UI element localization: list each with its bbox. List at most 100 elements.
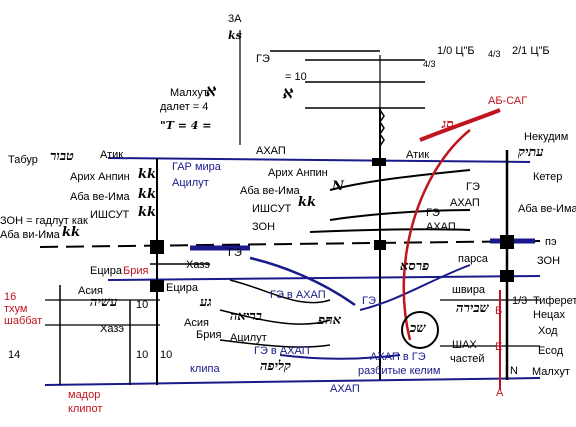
label-n-right: N	[510, 365, 518, 377]
label-eq10: = 10	[285, 71, 307, 83]
label-malhut: Малхут	[170, 87, 208, 99]
hebrew-sag-red: סג	[442, 117, 454, 132]
label-e-red: Е	[495, 341, 503, 353]
label-4-3-a: 4/3	[423, 59, 436, 69]
hebrew-tabur: טבור	[50, 149, 74, 164]
label-dt: "Т = 4 =	[160, 119, 212, 132]
label-dalet: далет = 4	[160, 101, 209, 113]
label-1-0-tsb: 1/0 Ц"Б	[437, 45, 475, 57]
right-block-2	[500, 270, 514, 282]
label-shah: ШАХ	[452, 339, 477, 351]
hebrew-ab-top: ℵ	[282, 87, 292, 102]
label-1-3: 1/3	[512, 295, 528, 307]
label-atzilut-low: Ацилут	[230, 332, 267, 344]
label-aba-left: Аба ве-Има	[70, 191, 130, 203]
label-hod: Ход	[538, 325, 558, 337]
label-ahap-right-2: АХАП	[426, 221, 456, 233]
arrow-blue-1	[249, 256, 356, 307]
label-ecira-left: Ецира	[90, 265, 123, 277]
red-bold-curve	[419, 108, 501, 142]
label-gar: ГАР мира	[172, 161, 221, 173]
label-gae-blue: ГЭ	[362, 295, 376, 307]
label-zon-gadlut: ЗОН = гадлут как	[0, 215, 88, 227]
hebrew-kk-1: kk	[138, 167, 157, 182]
hebrew-gae: גע	[200, 295, 212, 310]
label-gae-right-2: ГЭ	[426, 207, 440, 219]
label-ahap-bottom: АХАП	[330, 383, 360, 395]
label-atik-left: Атик	[100, 149, 124, 161]
label-14: 14	[8, 349, 21, 361]
label-nekudim: Некудим	[524, 131, 569, 143]
label-pe: пэ	[545, 236, 557, 248]
arrow-3	[309, 228, 471, 233]
label-atzilut: Ацилут	[172, 177, 209, 189]
hebrew-n-malhut: ℵ	[205, 85, 215, 100]
label-aba-vi: Аба ви-Има	[0, 229, 60, 241]
hebrew-klipa: קליפה	[260, 359, 291, 374]
label-arih-left: Арих Анпин	[70, 171, 130, 183]
hebrew-ks: ks	[228, 29, 242, 42]
pe-block-center	[374, 240, 386, 250]
hebrew-circle: שכ	[410, 321, 426, 336]
label-shvira: швира	[452, 284, 486, 296]
label-ahap-right-1: АХАП	[450, 197, 480, 209]
label-16: 16	[4, 291, 17, 303]
label-4-3-b: 4/3	[488, 49, 501, 59]
label-esod: Есод	[538, 345, 564, 357]
label-asia-left: Асия	[78, 285, 103, 297]
label-gae-right-1: ГЭ	[466, 181, 480, 193]
label-gae-top: ГЭ	[256, 53, 270, 65]
label-parsa: парса	[458, 253, 488, 265]
hebrew-parsa: פרסא	[400, 259, 430, 274]
label-ishsut-center: ИШСУТ	[252, 203, 292, 215]
label-briya-red: Брия	[123, 265, 149, 277]
label-3a: 3А	[228, 13, 242, 25]
label-haze-bottom: Хазэ	[100, 323, 124, 335]
label-tabur: Табур	[8, 154, 38, 166]
label-chastei: частей	[450, 353, 485, 365]
left-block-bot	[150, 280, 164, 292]
label-thum: тхум	[4, 303, 28, 315]
tabur-line	[107, 157, 531, 163]
label-malhut-right: Малхут	[532, 366, 570, 378]
arrow-1	[329, 169, 471, 191]
red-curve	[402, 129, 471, 341]
label-ahap-top: АХАП	[256, 145, 286, 157]
label-mador: мадор	[68, 389, 101, 401]
label-haze-top: Хазэ	[186, 259, 210, 271]
arrow-2	[329, 209, 471, 221]
label-tiferet: Тиферет	[533, 295, 576, 307]
arrow-7	[359, 264, 471, 311]
arrow-blue-2	[279, 354, 401, 360]
hebrew-kk-4: kk	[62, 225, 81, 240]
hebrew-kk-5: kk	[298, 195, 317, 210]
hebrew-kk-3: kk	[138, 205, 157, 220]
arrow-6	[219, 339, 331, 348]
arrow-5	[219, 309, 331, 325]
label-aba-center: Аба ве-Има	[240, 185, 300, 197]
label-netzah: Нецах	[533, 309, 565, 321]
arrow-4	[229, 279, 331, 304]
label-asia-center: Асия	[184, 317, 209, 329]
label-10-c: 10	[160, 349, 173, 361]
hebrew-atik: עתיק	[518, 145, 544, 160]
label-10-a: 10	[136, 299, 149, 311]
atik-block	[372, 158, 386, 166]
label-ishsut-left: ИШСУТ	[90, 209, 130, 221]
label-zon-center: ЗОН	[252, 221, 276, 233]
label-atik-right: Атик	[406, 149, 430, 161]
hebrew-ahap: אחפ	[318, 313, 342, 328]
zon-block-left	[150, 240, 164, 254]
hebrew-ns: N	[332, 179, 344, 194]
label-gae-ahap-2: ГЭ в АХАП	[254, 345, 310, 357]
label-2-1-tsb: 2/1 Ц"Б	[512, 45, 550, 57]
label-zon-right: ЗОН	[537, 255, 561, 267]
label-shabbat: шаббат	[4, 315, 43, 327]
hebrew-kk-2: kk	[138, 187, 157, 202]
circle-ahap	[401, 311, 439, 349]
bottom-line	[44, 377, 541, 386]
hebrew-shvira: שבירה	[456, 301, 489, 316]
label-gae-ahap-1: ГЭ в АХАП	[270, 289, 326, 301]
label-arih-center: Арих Анпин	[268, 167, 328, 179]
parsa-line	[107, 275, 541, 281]
